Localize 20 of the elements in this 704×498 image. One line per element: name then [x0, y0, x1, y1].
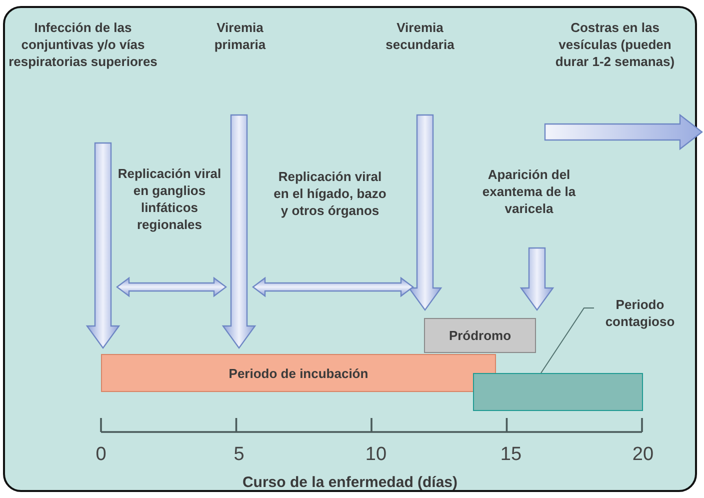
annotation-text: Replicación viral en el hígado, bazo y otros órganos	[272, 168, 388, 219]
annotation-text: Viremia secundaria	[384, 19, 456, 53]
annotation-text: Viremia primaria	[213, 19, 267, 53]
phase-bar	[473, 373, 643, 411]
tick-label: 20	[631, 444, 655, 466]
annotation-text: Costras en las vesículas (pueden durar 1-2 semanas)	[554, 19, 676, 70]
annotation-text: Infección de las conjuntivas y/o vías respiratorias superiores	[8, 19, 158, 70]
bar-label: Periodo de incubación	[228, 364, 368, 382]
tick-label: 0	[94, 444, 108, 466]
tick-label: 15	[499, 444, 523, 466]
axis-title: Curso de la enfermedad (días)	[241, 474, 459, 491]
phase-bar	[424, 318, 536, 353]
phase-bar	[101, 354, 496, 392]
annotation-text: Replicación viral en ganglios linfáticos regionales	[116, 165, 222, 233]
annotation-text: Aparición del exantema de la varicela	[481, 166, 577, 217]
tick-label: 5	[232, 444, 246, 466]
bar-label: Pródromo	[448, 327, 512, 344]
tick-label: 10	[364, 444, 388, 466]
callout-text: Periodo contagioso	[594, 296, 686, 330]
leader-line	[540, 308, 594, 374]
